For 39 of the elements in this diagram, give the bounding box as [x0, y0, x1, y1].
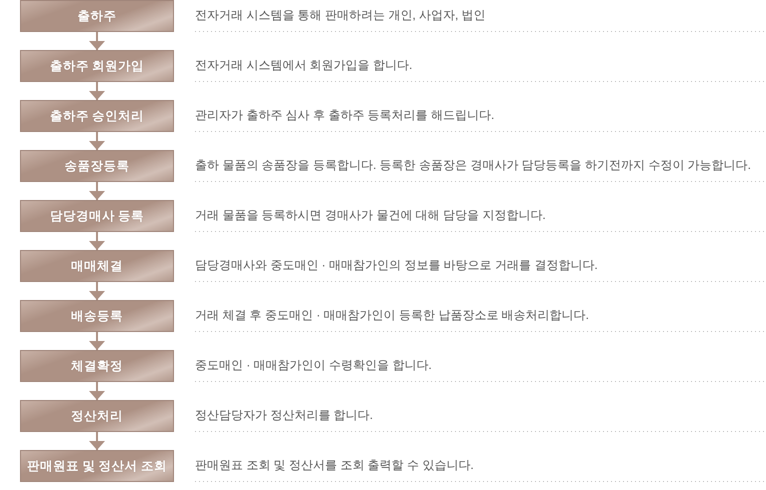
step-label: 송품장등록 [64, 158, 130, 174]
step-label: 출하주 [78, 8, 116, 24]
process-box [20, 350, 174, 382]
process-box [20, 150, 174, 182]
step-description: 담당경매사와 중도매인 · 매매참가인의 정보를 바탕으로 거래를 결정합니다. [195, 258, 598, 273]
step-description: 거래 물품을 등록하시면 경매사가 물건에 대해 담당을 지정합니다. [195, 208, 546, 223]
arrow [89, 182, 105, 200]
arrow [89, 432, 105, 450]
process-box [20, 200, 174, 232]
step-description: 전자거래 시스템을 통해 판매하려는 개인, 사업자, 법인 [195, 8, 486, 23]
step-label: 담당경매사 등록 [50, 208, 144, 224]
process-box [20, 450, 174, 482]
step-label: 판매원표 및 정산서 조회 [26, 458, 168, 474]
step-description: 중도매인 · 매매참가인이 수령확인을 합니다. [195, 358, 432, 373]
arrow [89, 82, 105, 100]
step-description: 정산담당자가 정산처리를 합니다. [195, 408, 374, 423]
process-box [20, 300, 174, 332]
arrow [89, 32, 105, 50]
step-description: 관리자가 출하주 심사 후 출하주 등록처리를 해드립니다. [195, 108, 494, 123]
step-description: 거래 체결 후 중도매인 · 매매참가인이 등록한 납품장소로 배송처리합니다. [195, 308, 590, 323]
process-box [20, 50, 174, 82]
step-description: 출하 물품의 송품장을 등록합니다. 등록한 송품장은 경매사가 담당등록을 하기전까지 수정이 가능합니다. [195, 158, 752, 173]
step-label: 배송등록 [71, 308, 123, 324]
step-label: 매매체결 [71, 258, 123, 274]
arrow [89, 282, 105, 300]
process-box [20, 0, 174, 32]
process-box [20, 250, 174, 282]
arrow [89, 382, 105, 400]
step-label: 체결확정 [71, 358, 123, 374]
process-box [20, 400, 174, 432]
process-box [20, 100, 174, 132]
arrow [89, 332, 105, 350]
step-description: 전자거래 시스템에서 회원가입을 합니다. [195, 58, 412, 73]
arrow [89, 132, 105, 150]
step-description: 판매원표 조회 및 정산서를 조회 출력할 수 있습니다. [195, 458, 474, 473]
step-label: 출하주 승인처리 [50, 108, 144, 124]
step-label: 출하주 회원가입 [50, 58, 144, 74]
arrow [89, 232, 105, 250]
step-label: 정산처리 [71, 408, 123, 424]
